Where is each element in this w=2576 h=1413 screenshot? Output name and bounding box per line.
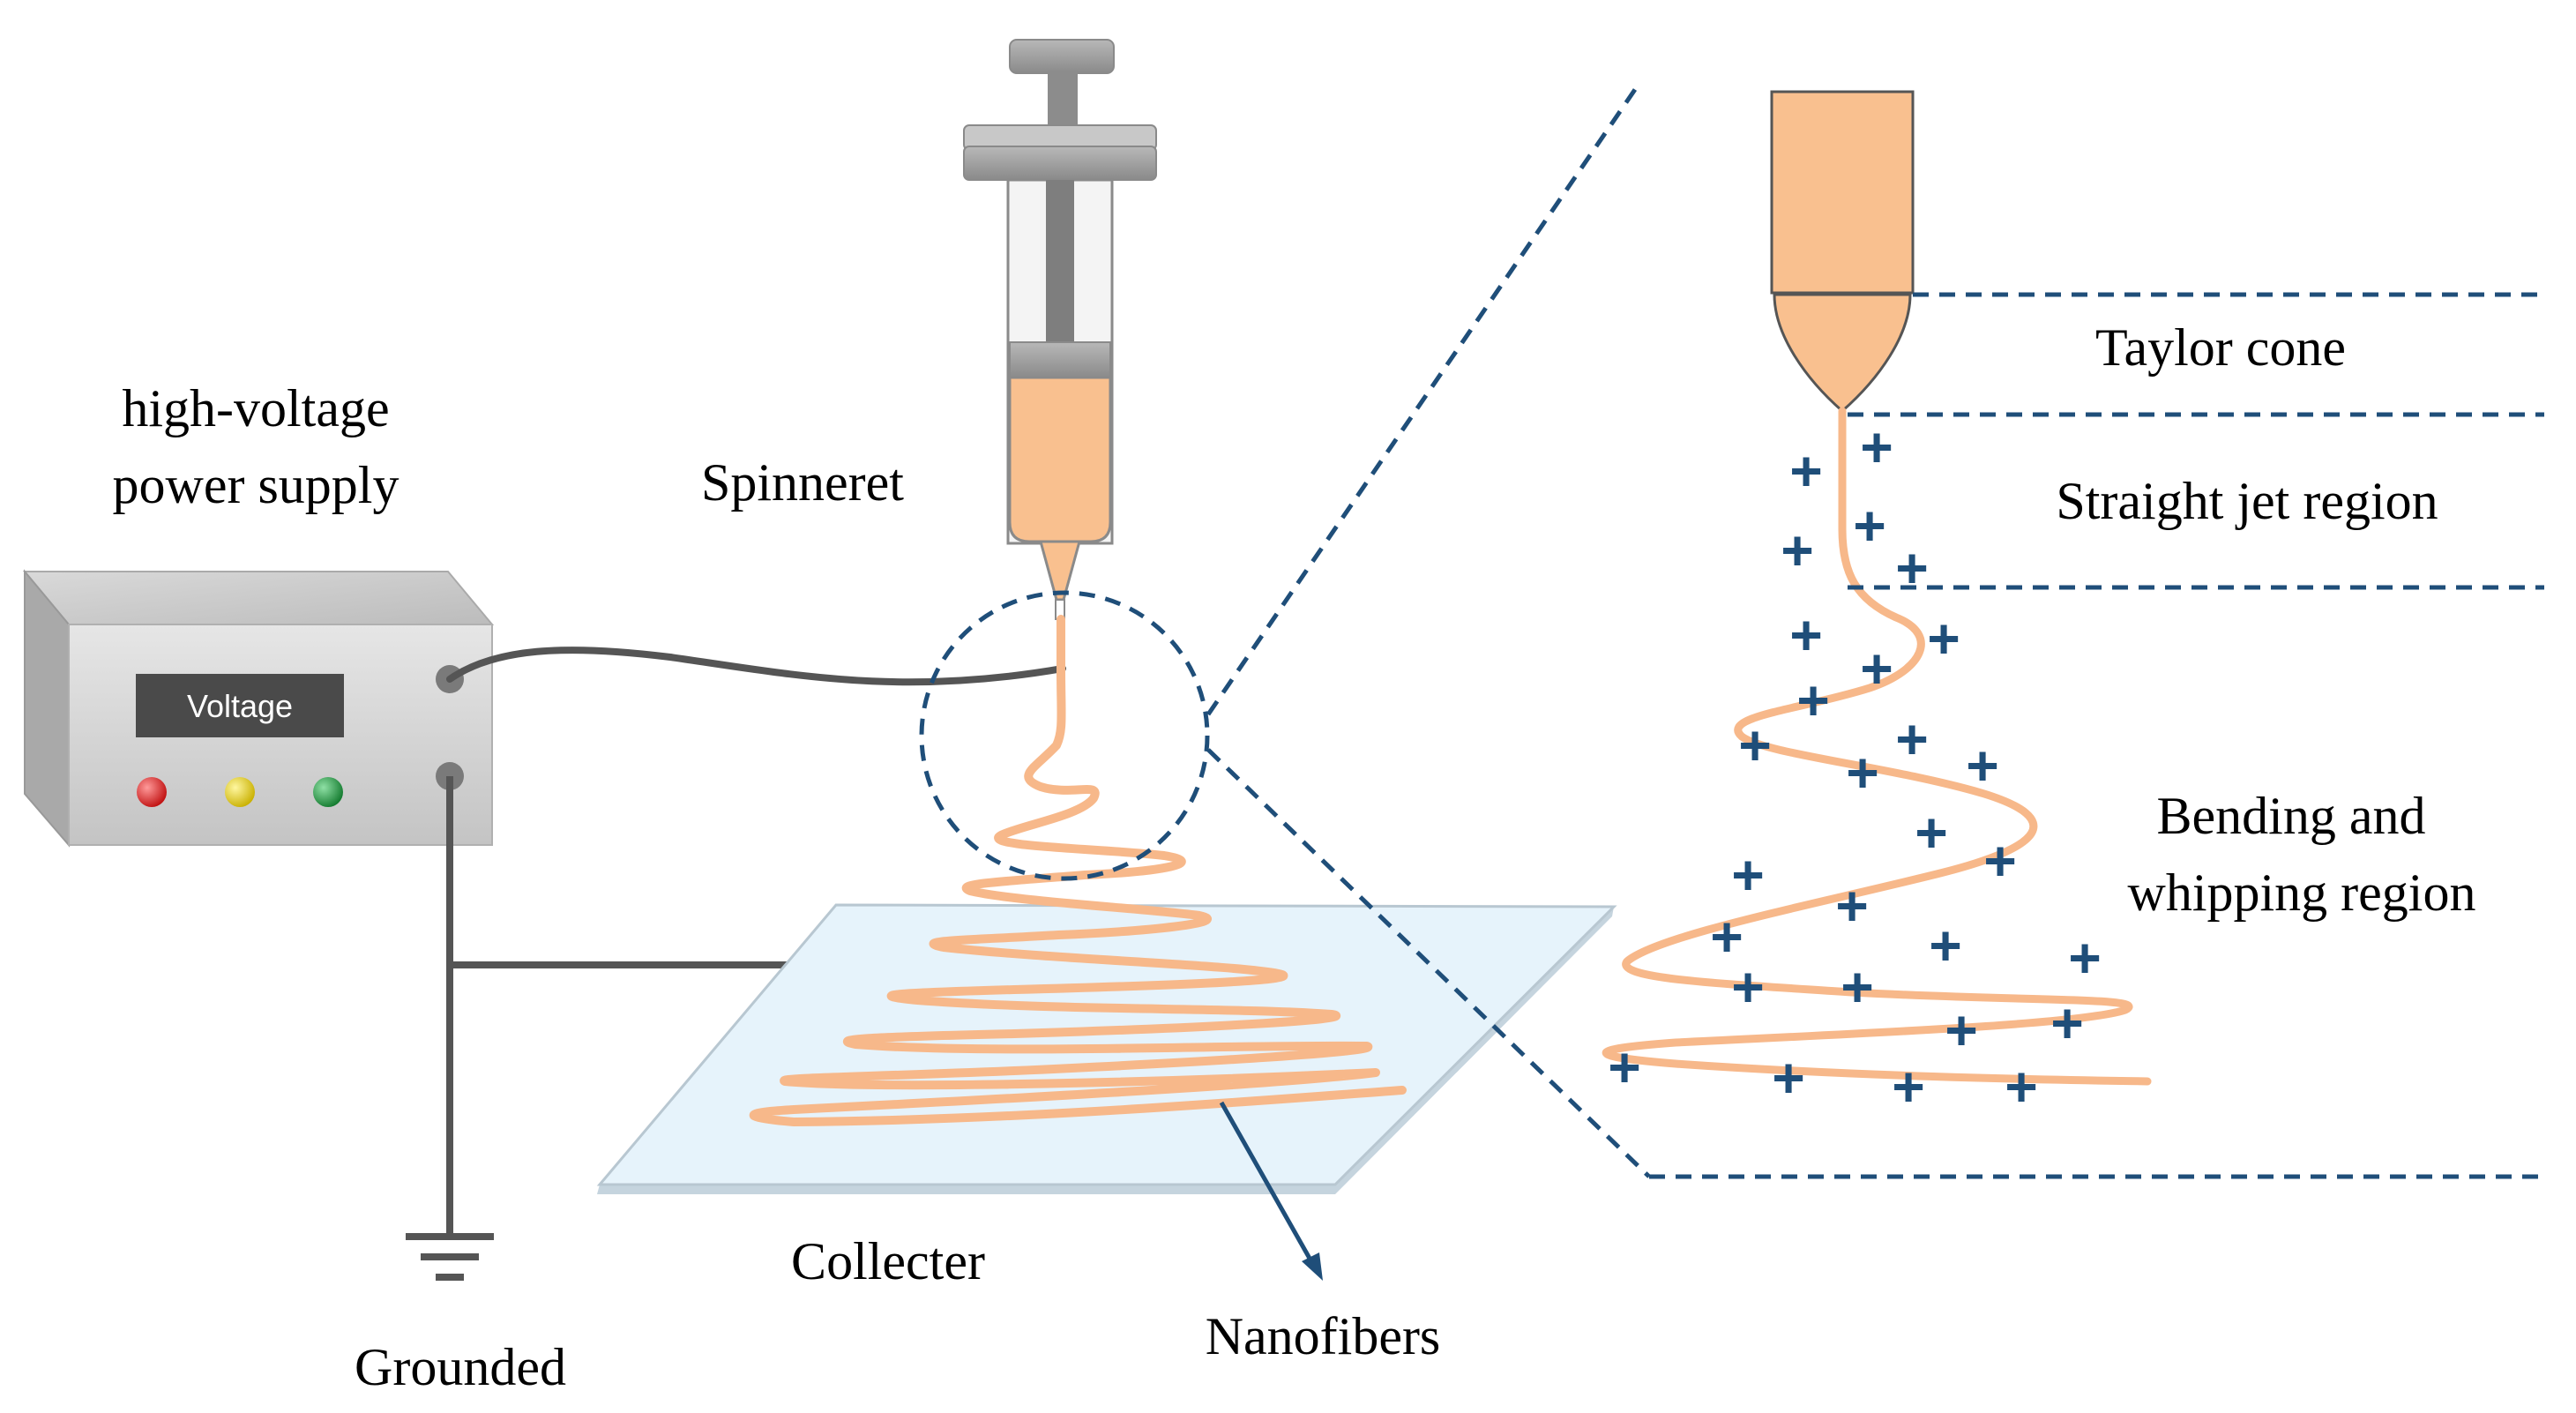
red-light [137,777,167,807]
charge-plus-6: + [1789,603,1822,667]
green-light [313,777,343,807]
charge-plus-17: + [1835,874,1868,938]
charge-plus-11: + [1846,741,1878,804]
charge-plus-28: + [2005,1055,2037,1118]
zoom-guide-upper [1206,86,1639,716]
plunger-head [1009,341,1111,378]
spinneret-label: Spinneret [701,453,904,512]
region-boundaries [1649,292,2544,1179]
fiber-jet [750,615,1407,1126]
charge-symbols: ++++++++++++++++++++++++++++ [1608,415,2101,1118]
taylor-cone-label: Taylor cone [2095,318,2346,377]
voltage-display [136,674,344,737]
zoom-circle [919,590,1210,881]
power-supply-box: Voltage [22,569,495,848]
charge-plus-13: + [1966,734,1998,797]
charge-plus-3: + [1781,519,1813,582]
zoom-guide-lower [1206,748,1651,1178]
charge-plus-23: + [1945,998,1977,1062]
charge-plus-27: + [1892,1055,1924,1118]
ground-symbol [406,1233,494,1281]
collecter-label: Collecter [791,1232,985,1290]
charge-plus-16: + [1731,843,1764,907]
high-voltage-wire [446,647,1066,686]
bending-label-line1: Bending and [2157,787,2426,845]
power-supply-label-line2: power supply [113,456,399,514]
charge-plus-14: + [1915,801,1947,864]
charge-plus-12: + [1895,707,1928,771]
charge-plus-25: + [1608,1035,1640,1099]
syringe [963,39,1157,620]
polymer-solution [1008,376,1112,543]
charge-plus-8: + [1927,607,1960,670]
bending-label-line2: whipping region [2128,864,2476,922]
charge-plus-2: + [1860,415,1893,479]
ground-wire [446,776,820,1235]
straight-jet-label: Straight jet region [2056,472,2438,530]
magnified-nozzle [1770,90,1915,413]
charge-plus-15: + [1983,829,2016,893]
charge-plus-5: + [1895,536,1928,600]
charge-plus-21: + [1731,955,1764,1019]
charge-plus-1: + [1789,439,1822,503]
charge-plus-10: + [1738,714,1771,777]
plunger-rod [1046,180,1074,348]
nanofibers-label: Nanofibers [1206,1307,1441,1365]
yellow-light [225,777,255,807]
charge-plus-19: + [1929,914,1961,977]
charge-plus-24: + [2050,991,2083,1055]
charge-plus-18: + [1710,905,1743,968]
charge-plus-26: + [1772,1046,1804,1110]
voltage-display-label: Voltage [187,688,293,724]
grounded-label: Grounded [355,1338,566,1396]
charge-plus-9: + [1796,669,1829,732]
magnified-jet [1602,407,2152,1086]
nanofibers-pointer-arrow [1219,1101,1323,1281]
charge-plus-7: + [1860,637,1893,700]
power-supply-label-line1: high-voltage [122,379,389,437]
charge-plus-4: + [1853,494,1885,557]
taylor-cone-shape [1773,293,1912,413]
charge-plus-22: + [1841,955,1873,1019]
charge-plus-20: + [2068,926,2101,990]
